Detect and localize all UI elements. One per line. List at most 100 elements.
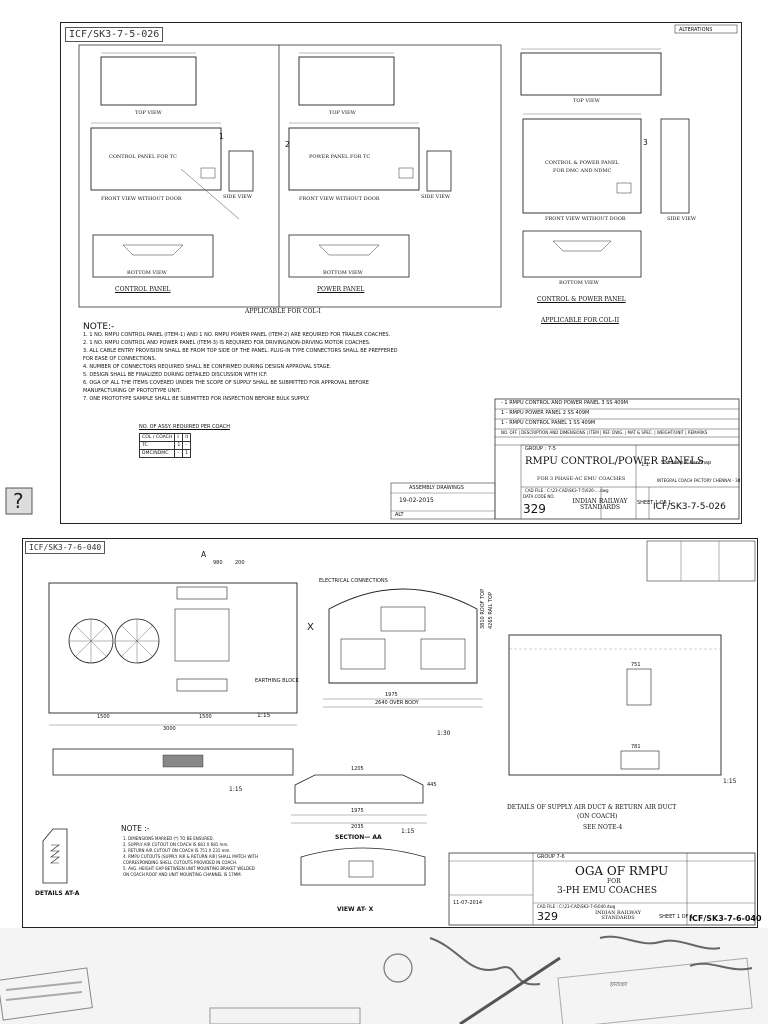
scale-5: 1:15 bbox=[723, 778, 737, 785]
control-bottom-view-label: BOTTOM VIEW bbox=[127, 270, 167, 276]
cad-file-label-2: CAD FILE : C:\23-CAD\SK3-7-6\040.dwg bbox=[537, 904, 616, 909]
see-note-label: SEE NOTE-4 bbox=[583, 824, 623, 831]
signer-name: Sandeep R Kachhap bbox=[661, 460, 712, 466]
item-header-row: NO. OFF | DESCRIPTION AND DIMENSIONS | I… bbox=[501, 430, 708, 435]
assy-table-title: NO. OF ASSY. REQUIRED PER COACH bbox=[139, 424, 230, 430]
scale-label: 1:1 bbox=[641, 462, 650, 468]
dim-roof-top: 3810 ROOF TOP bbox=[480, 588, 486, 629]
ctrl-power-front-label-1: CONTROL & POWER PANEL bbox=[545, 160, 619, 166]
item-row: 1 - RMPU POWER PANEL 2 SS 409M bbox=[501, 410, 590, 416]
irs-label-2: INDIAN RAILWAY STANDARDS bbox=[595, 910, 641, 921]
notes-title: NOTE:- bbox=[83, 322, 115, 332]
note-line: 4. NUMBER OF CONNECTORS REQUIRED SHALL B… bbox=[83, 364, 332, 370]
control-front-view-label: FRONT VIEW WITHOUT DOOR bbox=[101, 196, 182, 202]
sheet-no: SHEET 1 OF 1 bbox=[637, 500, 672, 506]
note-line: FOR EASE OF CONNECTIONS. bbox=[83, 356, 157, 362]
svg-text:?: ? bbox=[13, 489, 24, 513]
sec-width-1: 1205 bbox=[351, 766, 364, 772]
note-line: MANUFACTURING OF PROTOTYPE UNIT. bbox=[83, 388, 181, 394]
note-line: 4. RMPU CUTOUTS (SUPPLY AIR & RETURN AIR… bbox=[123, 854, 259, 859]
assy-cell: - bbox=[182, 441, 192, 450]
scale-3: 1:15 bbox=[401, 828, 415, 835]
dim-half2: 1500 bbox=[199, 714, 212, 720]
view-marker-x: X bbox=[307, 622, 314, 633]
note-line: 3. ALL CABLE ENTRY PROVISION SHALL BE FR… bbox=[83, 348, 398, 354]
item-marker-1: 1 bbox=[219, 132, 224, 141]
assy-col2-header: II bbox=[182, 433, 192, 442]
note-line: CORRESPONDING SHELL CUTOUTS PROVIDED IN … bbox=[123, 860, 238, 865]
sheet-no-2: SHEET 1 OF 1 bbox=[659, 914, 694, 920]
sheet1-linework bbox=[78, 24, 740, 520]
assy-cell: - bbox=[174, 449, 184, 458]
note-line: 5. AVG. HEIGHT GAP BETWEEN UNIT MOUNTING… bbox=[123, 866, 255, 871]
ctrl-power-caption: CONTROL & POWER PANEL bbox=[537, 296, 626, 303]
power-side-view-label: SIDE VIEW bbox=[421, 194, 451, 200]
note-line: 2. 1 NO. RMPU CONTROL AND POWER PANEL (I… bbox=[83, 340, 371, 346]
alterations-label: ALTERATIONS bbox=[679, 27, 713, 33]
control-front-label: CONTROL PANEL FOR TC bbox=[109, 154, 177, 160]
signature-strip: हस्ताक्षर bbox=[0, 928, 768, 1024]
view-at-x-label: VIEW AT- X bbox=[337, 906, 374, 913]
dim-rail-top: 4265 RAIL TOP bbox=[488, 592, 494, 629]
sheet1-subtitle: FOR 3 PHASE-AC EMU COACHES bbox=[537, 476, 626, 482]
dim-body: 2640 OVER BODY bbox=[375, 700, 419, 706]
sec-width-2: 1975 bbox=[351, 808, 364, 814]
rubber-stamp-text: हस्ताक्षर bbox=[610, 981, 628, 988]
assy-cell: 1 bbox=[182, 449, 192, 458]
power-front-view-label: FRONT VIEW WITHOUT DOOR bbox=[299, 196, 380, 202]
sec-width-3: 2035 bbox=[351, 824, 364, 830]
power-bottom-view-label: BOTTOM VIEW bbox=[323, 270, 363, 276]
duct-dim-1: 751 bbox=[631, 662, 641, 668]
item-row: - 1 RMPU CONTROL AND POWER PANEL 3 SS 40… bbox=[501, 400, 628, 406]
note-line: ON COACH ROOF AND UNIT MOUNTING CHANNEL … bbox=[123, 872, 242, 877]
dim-overall-length: 3000 bbox=[163, 726, 176, 732]
sheet2-title-for: FOR bbox=[607, 878, 621, 885]
supply-duct-label: DETAILS OF SUPPLY AIR DUCT & RETURN AIR … bbox=[507, 804, 677, 811]
item-row: 1 - RMPU CONTROL PANEL 1 SS 409M bbox=[501, 420, 596, 426]
power-panel-caption: POWER PANEL bbox=[317, 286, 365, 293]
group-label-2: GROUP 7-6 bbox=[537, 854, 565, 860]
earthing-block-label: EARTHING BLOCK bbox=[255, 678, 299, 684]
ctrl-power-front-view-label: FRONT VIEW WITHOUT DOOR bbox=[545, 216, 626, 222]
group-label: GROUP : 7-5 bbox=[525, 446, 556, 452]
irs-label: INDIAN RAILWAY STANDARDS bbox=[572, 498, 628, 511]
duct-dim-2: 781 bbox=[631, 744, 641, 750]
scale-1: 1:15 bbox=[257, 712, 271, 719]
sheet2-subtitle: 3-PH EMU COACHES bbox=[557, 886, 657, 896]
assembly-drawings-label: ASSEMBLY DRAWINGS bbox=[409, 485, 464, 491]
assy-coach-col-header: COL / COACH bbox=[138, 433, 176, 442]
details-at-a-label: DETAILS AT-A bbox=[35, 890, 80, 897]
assy-cell: TC bbox=[138, 441, 176, 450]
data-code: 329 bbox=[523, 502, 546, 516]
scale-2: 1:30 bbox=[437, 730, 451, 737]
note-line: 5. DESIGN SHALL BE FINALIZED DURING DETA… bbox=[83, 372, 268, 378]
note-line: 3. RETURN AIR CUTOUT ON COACH IS 751 X 2… bbox=[123, 848, 231, 853]
assy-cell: DMC/NDMC bbox=[138, 449, 176, 458]
applicable-col2: APPLICABLE FOR COL-II bbox=[541, 317, 620, 324]
dim-half1: 1500 bbox=[97, 714, 110, 720]
note-line: 7. ONE PROTOTYPE SAMPLE SHALL BE SUBMITT… bbox=[83, 396, 310, 402]
dim-d3: 445 bbox=[427, 782, 437, 788]
item-marker-3: 3 bbox=[643, 138, 648, 147]
sheet2-date: 11-07-2014 bbox=[453, 900, 483, 906]
sheet1-title: RMPU CONTROL/POWER PANELS bbox=[525, 456, 704, 467]
applicable-col1: APPLICABLE FOR COL-I bbox=[245, 308, 321, 315]
power-top-view-label: TOP VIEW bbox=[329, 110, 356, 116]
power-front-label: POWER PANEL FOR TC bbox=[309, 154, 371, 160]
assy-col1-header: I bbox=[174, 433, 184, 442]
ctrl-power-bottom-view-label: BOTTOM VIEW bbox=[559, 280, 599, 286]
note-line: 2. SUPPLY AIR CUTOUT ON COACH IS 681 X 6… bbox=[123, 842, 229, 847]
ctrl-power-side-view-label: SIDE VIEW bbox=[667, 216, 697, 222]
drawing-number: ICF/SK3-7-5-026 bbox=[653, 502, 726, 512]
factory-label: INTEGRAL COACH FACTORY CHENNAI - 38 bbox=[657, 478, 741, 483]
drawing-sheet-1: ICF/SK3-7-5-026 ALTERATIONS bbox=[60, 22, 742, 524]
help-icon: ? bbox=[4, 486, 34, 516]
ctrl-power-top-view-label: TOP VIEW bbox=[573, 98, 600, 104]
drawing-number-header-2: ICF/SK3-7-6-040 bbox=[25, 541, 106, 554]
scale-4: 1:15 bbox=[229, 786, 243, 793]
sheet2-linework bbox=[42, 540, 756, 926]
electrical-connections-label: ELECTRICAL CONNECTIONS bbox=[319, 578, 388, 584]
assy-cell: 1 bbox=[174, 441, 184, 450]
ctrl-power-front-label-2: FOR DMC AND NDMC bbox=[553, 168, 612, 174]
